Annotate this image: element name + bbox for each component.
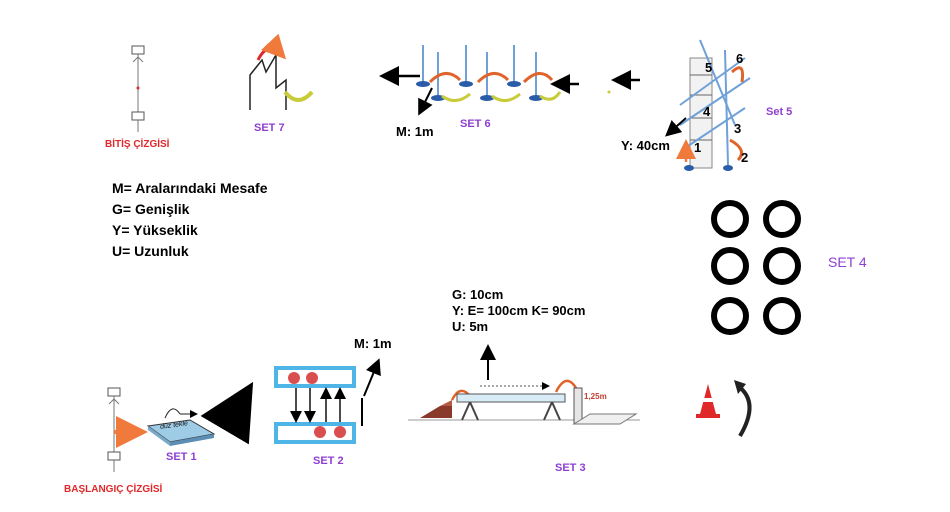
set7-label: SET 7 bbox=[254, 122, 285, 134]
finish-line-label: BİTİŞ ÇİZGİSİ bbox=[105, 139, 170, 150]
legend-item-width: G= Genişlik bbox=[112, 201, 190, 217]
set7-obstacle bbox=[249, 33, 314, 110]
legend: M= Aralarındaki Mesafe G= Genişlik Y= Yü… bbox=[112, 178, 268, 262]
cone-turn bbox=[696, 380, 752, 438]
set3-length: U: 5m bbox=[452, 319, 489, 334]
set5-number-2: 2 bbox=[741, 150, 749, 165]
set3-beam bbox=[408, 344, 640, 425]
set5-label: Set 5 bbox=[766, 106, 793, 118]
set5-number-5: 5 bbox=[705, 60, 713, 75]
set2-ladder bbox=[274, 358, 381, 444]
set1-label: SET 1 bbox=[166, 451, 197, 463]
set5-hurdles bbox=[665, 39, 751, 171]
legend-item-height: Y= Yükseklik bbox=[112, 222, 198, 238]
set5-height-label: Y: 40cm bbox=[621, 138, 670, 153]
set5-number-4: 4 bbox=[703, 104, 711, 119]
set4-rings bbox=[711, 200, 801, 335]
set2-label: SET 2 bbox=[313, 455, 344, 467]
set3-height: Y: E= 100cm K= 90cm bbox=[452, 303, 586, 318]
set5-number-1: 1 bbox=[694, 140, 702, 155]
set3-width: G: 10cm bbox=[452, 287, 504, 302]
set6-poles bbox=[379, 45, 579, 116]
start-line-marker bbox=[107, 387, 148, 472]
finish-line-marker bbox=[131, 45, 145, 132]
set2-distance-label: M: 1m bbox=[354, 336, 392, 351]
legend-item-distance: M= Aralarındaki Mesafe bbox=[112, 180, 268, 196]
set5-number-6: 6 bbox=[736, 51, 744, 66]
set5-number-3: 3 bbox=[734, 121, 742, 136]
set3-label: SET 3 bbox=[555, 462, 586, 474]
legend-item-length: U= Uzunluk bbox=[112, 243, 189, 259]
set6-label: SET 6 bbox=[460, 118, 491, 130]
start-line-label: BAŞLANGIÇ ÇİZGİSİ bbox=[64, 484, 163, 495]
set4-label: SET 4 bbox=[828, 254, 867, 270]
set6-distance-label: M: 1m bbox=[396, 124, 434, 139]
box-height-label: 1,25m bbox=[584, 392, 607, 401]
set3-dimensions: G: 10cm Y: E= 100cm K= 90cm U: 5m bbox=[452, 287, 585, 335]
